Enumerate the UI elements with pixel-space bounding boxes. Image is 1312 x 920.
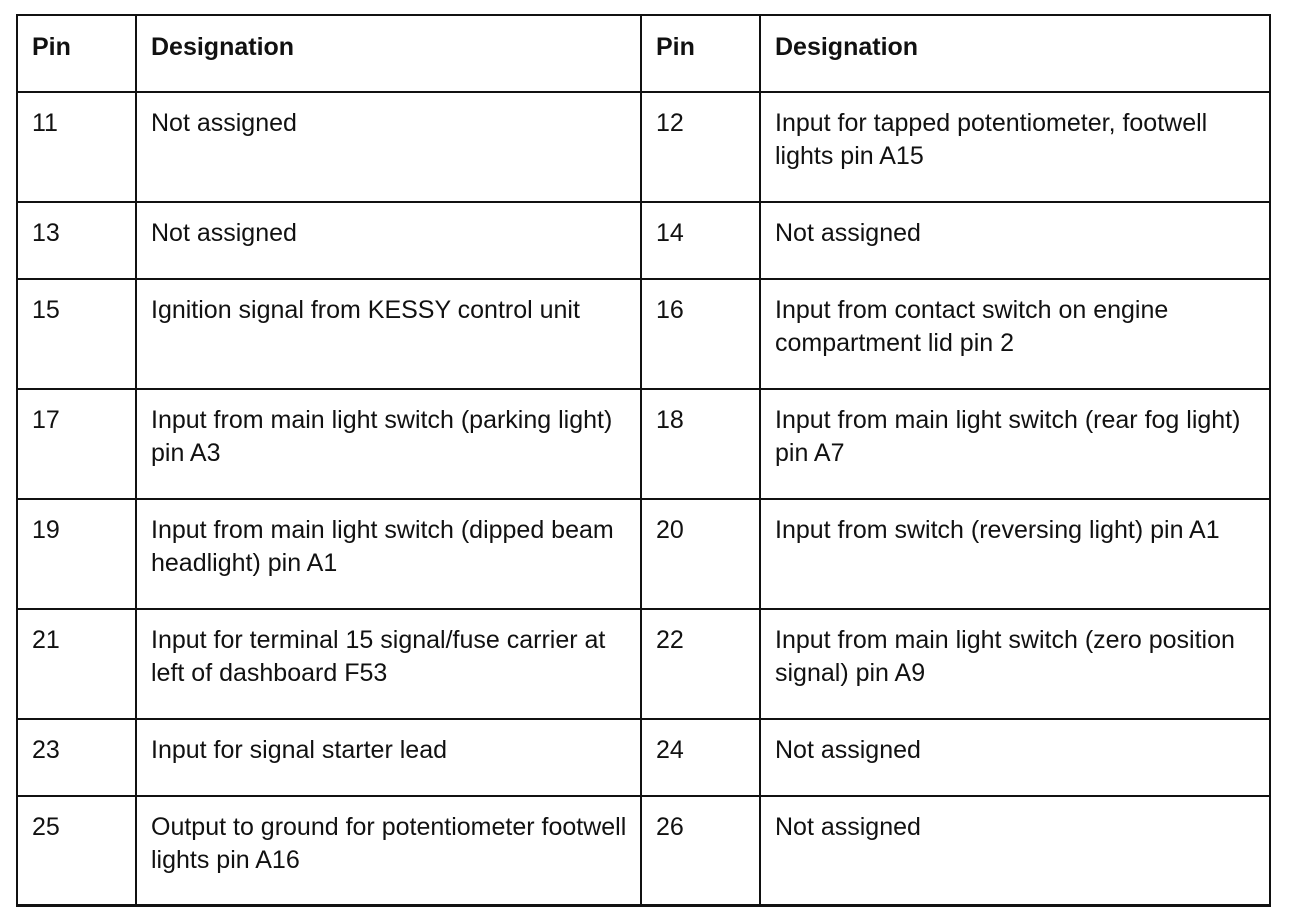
table-row: 17 Input from main light switch (parking… xyxy=(16,388,1271,500)
designation-cell: Not assigned xyxy=(759,201,1271,280)
table-row: 13 Not assigned 14 Not assigned xyxy=(16,201,1271,280)
designation-cell: Input for signal starter lead xyxy=(135,718,642,797)
header-pin-left: Pin xyxy=(16,14,137,93)
pin-cell: 14 xyxy=(640,201,761,280)
pin-cell: 12 xyxy=(640,91,761,203)
table-row: 19 Input from main light switch (dipped … xyxy=(16,498,1271,610)
pin-cell: 23 xyxy=(16,718,137,797)
designation-cell: Input from main light switch (rear fog l… xyxy=(759,388,1271,500)
pin-cell: 13 xyxy=(16,201,137,280)
pin-cell: 25 xyxy=(16,795,137,906)
designation-cell: Not assigned xyxy=(135,91,642,203)
designation-cell: Ignition signal from KESSY control unit xyxy=(135,278,642,390)
pin-cell: 20 xyxy=(640,498,761,610)
header-pin-right: Pin xyxy=(640,14,761,93)
pin-cell: 15 xyxy=(16,278,137,390)
pin-assignment-table: Pin Designation Pin Designation 11 Not a… xyxy=(16,14,1271,907)
pin-cell: 24 xyxy=(640,718,761,797)
designation-cell: Not assigned xyxy=(135,201,642,280)
table-row: 21 Input for terminal 15 signal/fuse car… xyxy=(16,608,1271,720)
pin-cell: 11 xyxy=(16,91,137,203)
header-designation-right: Designation xyxy=(759,14,1271,93)
table-row: 23 Input for signal starter lead 24 Not … xyxy=(16,718,1271,797)
designation-cell: Input from contact switch on engine comp… xyxy=(759,278,1271,390)
table-header-row: Pin Designation Pin Designation xyxy=(16,14,1271,93)
pin-cell: 17 xyxy=(16,388,137,500)
designation-cell: Not assigned xyxy=(759,718,1271,797)
table-row: 11 Not assigned 12 Input for tapped pote… xyxy=(16,91,1271,203)
pin-cell: 21 xyxy=(16,608,137,720)
pin-cell: 22 xyxy=(640,608,761,720)
pin-cell: 16 xyxy=(640,278,761,390)
pin-cell: 26 xyxy=(640,795,761,906)
designation-cell: Input from main light switch (zero posit… xyxy=(759,608,1271,720)
designation-cell: Input for tapped potentiometer, footwell… xyxy=(759,91,1271,203)
table-row: 25 Output to ground for potentiometer fo… xyxy=(16,795,1271,906)
designation-cell: Not assigned xyxy=(759,795,1271,906)
table-row: 15 Ignition signal from KESSY control un… xyxy=(16,278,1271,390)
pin-cell: 19 xyxy=(16,498,137,610)
designation-cell: Input from main light switch (dipped bea… xyxy=(135,498,642,610)
designation-cell: Input from main light switch (parking li… xyxy=(135,388,642,500)
designation-cell: Input for terminal 15 signal/fuse carrie… xyxy=(135,608,642,720)
pin-cell: 18 xyxy=(640,388,761,500)
designation-cell: Output to ground for potentiometer footw… xyxy=(135,795,642,906)
designation-cell: Input from switch (reversing light) pin … xyxy=(759,498,1271,610)
header-designation-left: Designation xyxy=(135,14,642,93)
